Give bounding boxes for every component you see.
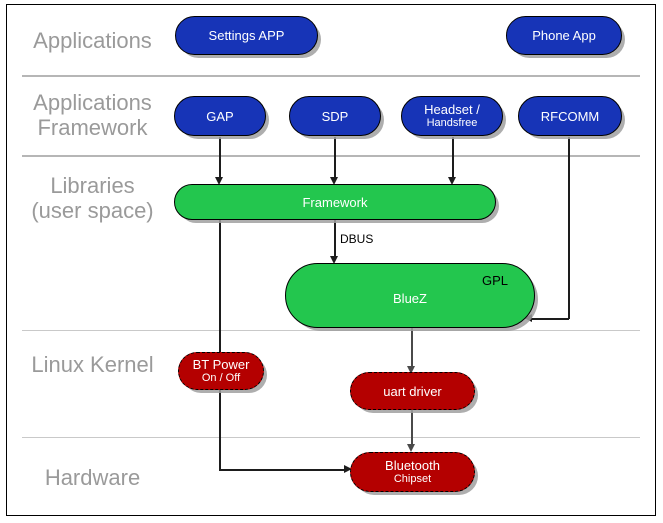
- edge-bluez-to-uart-arrow: [407, 366, 415, 374]
- edge-rfcomm-to-bluez-horizontal: [530, 318, 569, 320]
- layer-label-linux-kernel: Linux Kernel: [31, 352, 154, 377]
- node-bluetooth-chipset-label: Bluetooth: [385, 458, 440, 473]
- edge-gap-to-framework-arrow: [215, 177, 223, 185]
- node-phone-app-label: Phone App: [532, 28, 596, 43]
- node-framework-label: Framework: [302, 194, 368, 210]
- node-headset-handsfree-sublabel: Handsfree: [426, 117, 478, 129]
- layer-label-libraries: Libraries (user space): [31, 173, 154, 223]
- node-gap[interactable]: GAP: [174, 96, 266, 136]
- node-rfcomm-label: RFCOMM: [540, 108, 600, 124]
- divider-linux-kernel: [22, 437, 640, 438]
- edge-label-dbus: DBUS: [340, 232, 374, 246]
- node-bluetooth-chipset-sublabel: Chipset: [393, 473, 432, 485]
- edge-gap-to-framework: [219, 137, 221, 179]
- layer-label-applications: Applications: [33, 28, 152, 53]
- edge-rfcomm-to-bluez-arrow: [524, 314, 532, 322]
- edge-framework-to-bluez-arrow: [330, 256, 338, 264]
- node-settings-app-label: Settings APP: [208, 28, 285, 43]
- node-headset-handsfree[interactable]: Headset / Handsfree: [401, 96, 503, 136]
- edge-headset-to-framework-arrow: [448, 177, 456, 185]
- edge-framework-to-chipset-horizontal: [219, 469, 346, 471]
- divider-applications-framework: [22, 155, 640, 157]
- node-sdp-label: SDP: [321, 108, 349, 124]
- node-gap-label: GAP: [206, 108, 234, 124]
- edge-sdp-to-framework: [334, 137, 336, 179]
- edge-sdp-to-framework-arrow: [330, 177, 338, 185]
- node-uart-driver[interactable]: uart driver: [350, 372, 475, 410]
- edge-rfcomm-to-bluez-vertical: [568, 137, 570, 319]
- node-bluez[interactable]: GPL BlueZ: [285, 263, 535, 328]
- edge-bluez-to-uart: [411, 325, 413, 370]
- node-framework[interactable]: Framework: [174, 184, 496, 220]
- edge-framework-to-chipset-vertical: [219, 220, 221, 470]
- node-bluetooth-chipset[interactable]: Bluetooth Chipset: [350, 452, 475, 492]
- edge-framework-to-chipset-arrow: [344, 465, 352, 473]
- edge-uart-to-chipset: [411, 410, 413, 448]
- node-phone-app[interactable]: Phone App: [506, 16, 622, 55]
- layer-label-hardware: Hardware: [44, 465, 141, 490]
- node-bt-power-sublabel: On / Off: [201, 372, 241, 384]
- divider-libraries: [22, 330, 640, 331]
- node-sdp[interactable]: SDP: [289, 96, 381, 136]
- diagram-outer-border: [6, 4, 656, 516]
- node-bt-power-label: BT Power: [192, 357, 250, 372]
- divider-applications: [22, 75, 640, 77]
- edge-headset-to-framework: [452, 137, 454, 179]
- node-headset-handsfree-label: Headset /: [424, 102, 480, 117]
- node-bluez-label: BlueZ: [393, 291, 427, 306]
- edge-framework-to-bluez: [334, 220, 336, 258]
- node-settings-app[interactable]: Settings APP: [175, 16, 318, 55]
- node-rfcomm[interactable]: RFCOMM: [518, 96, 622, 136]
- node-bt-power[interactable]: BT Power On / Off: [178, 352, 264, 390]
- node-uart-driver-label: uart driver: [383, 383, 442, 399]
- edge-uart-to-chipset-arrow: [407, 444, 415, 452]
- layer-label-applications-framework: Applications Framework: [33, 90, 152, 140]
- gpl-tag: GPL: [481, 273, 508, 288]
